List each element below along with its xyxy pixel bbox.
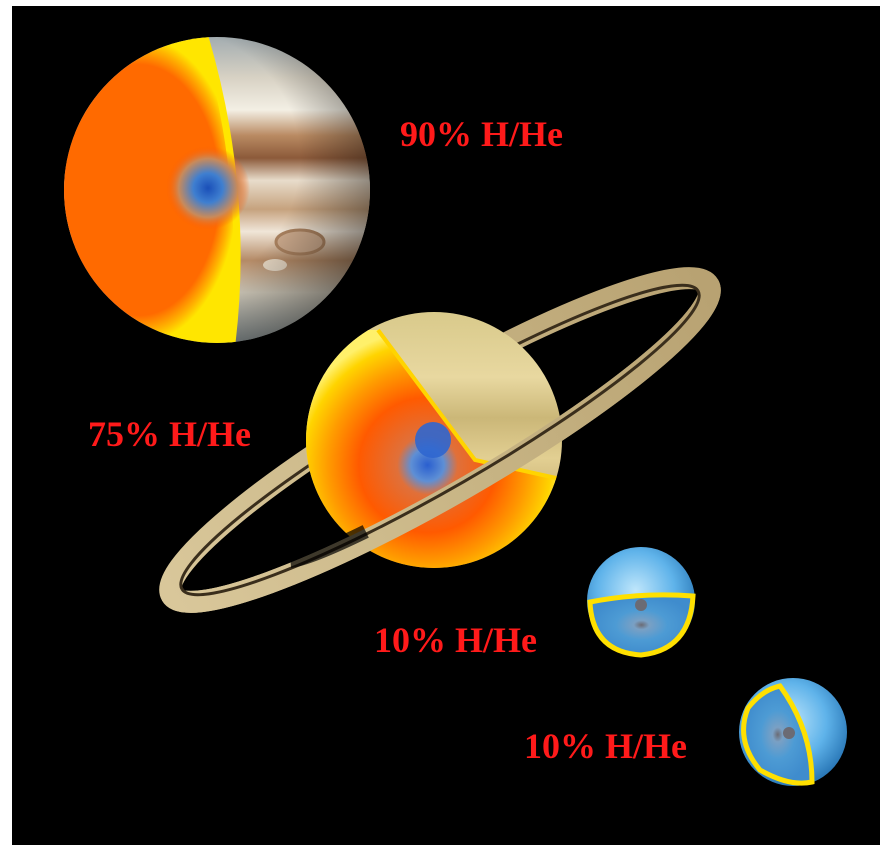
- jupiter-cutaway: [64, 37, 370, 343]
- saturn-core: [415, 422, 451, 458]
- uranus-interior: [587, 592, 696, 658]
- neptune-cutaway: [739, 678, 847, 786]
- uranus-composition-label: 10% H/He: [374, 620, 537, 660]
- jupiter-hydrogen-layer: [64, 37, 238, 343]
- uranus-cutaway: [587, 547, 696, 658]
- saturn-composition-label: 75% H/He: [88, 414, 251, 454]
- jupiter-composition-label: 90% H/He: [400, 114, 563, 154]
- neptune-interior: [741, 683, 815, 786]
- neptune-composition-label: 10% H/He: [524, 726, 687, 766]
- jupiter-core: [166, 146, 250, 230]
- saturn-cutaway: [159, 267, 721, 613]
